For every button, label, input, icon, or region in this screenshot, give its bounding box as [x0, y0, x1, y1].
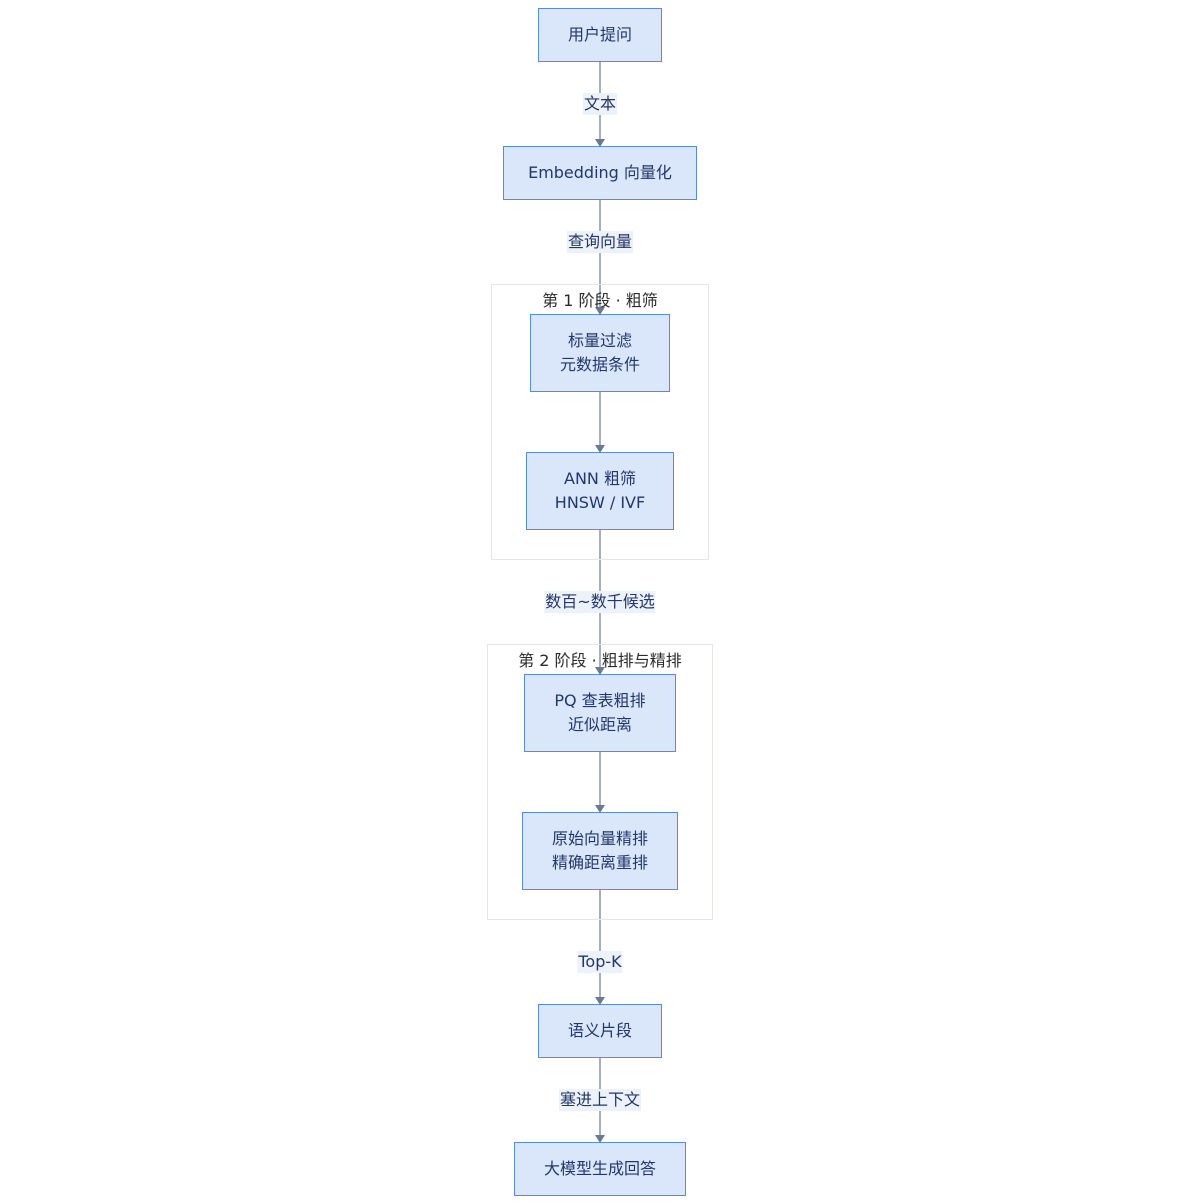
- node-ann-line1: ANN 粗筛: [564, 469, 636, 488]
- edge-label-query-vector: 查询向量: [566, 231, 634, 253]
- node-rerank-line1: 原始向量精排: [551, 829, 648, 848]
- stage2-group: 第 2 阶段 · 粗排与精排: [487, 644, 713, 920]
- node-semantic-chunks: 语义片段: [538, 1004, 662, 1058]
- stage1-group-title: 第 1 阶段 · 粗筛: [542, 291, 658, 310]
- node-user-question-label: 用户提问: [567, 25, 632, 44]
- edge-label-into-context: 塞进上下文: [558, 1089, 642, 1111]
- node-llm-answer-label: 大模型生成回答: [543, 1159, 656, 1178]
- node-embedding: Embedding 向量化: [503, 146, 697, 200]
- node-scalar-filter: 标量过滤 元数据条件: [530, 314, 670, 392]
- node-user-question: 用户提问: [538, 8, 662, 62]
- edge-label-candidates: 数百~数千候选: [544, 591, 656, 613]
- arrow-head: [595, 667, 605, 675]
- node-rerank: 原始向量精排 精确距离重排: [522, 812, 678, 890]
- arrow-head: [595, 139, 605, 147]
- node-rerank-line2: 精确距离重排: [551, 853, 648, 872]
- arrow-head: [595, 307, 605, 315]
- node-ann: ANN 粗筛 HNSW / IVF: [526, 452, 674, 530]
- node-scalar-filter-line2: 元数据条件: [559, 355, 640, 374]
- node-scalar-filter-line1: 标量过滤: [567, 331, 632, 350]
- node-pq-line2: 近似距离: [567, 715, 632, 734]
- arrow-head: [595, 445, 605, 453]
- stage2-group-title: 第 2 阶段 · 粗排与精排: [518, 651, 682, 670]
- node-semantic-chunks-label: 语义片段: [567, 1021, 632, 1040]
- node-ann-line2: HNSW / IVF: [554, 493, 646, 512]
- node-llm-answer: 大模型生成回答: [514, 1142, 686, 1196]
- node-embedding-label: Embedding 向量化: [528, 163, 672, 182]
- arrow-head: [595, 997, 605, 1005]
- node-pq-line1: PQ 查表粗排: [554, 691, 646, 710]
- edge-label-text: 文本: [582, 93, 618, 115]
- stage1-group: 第 1 阶段 · 粗筛: [491, 284, 709, 560]
- node-pq: PQ 查表粗排 近似距离: [524, 674, 676, 752]
- arrow-head: [595, 1135, 605, 1143]
- edge-label-topk: Top-K: [577, 951, 623, 973]
- arrow-head: [595, 805, 605, 813]
